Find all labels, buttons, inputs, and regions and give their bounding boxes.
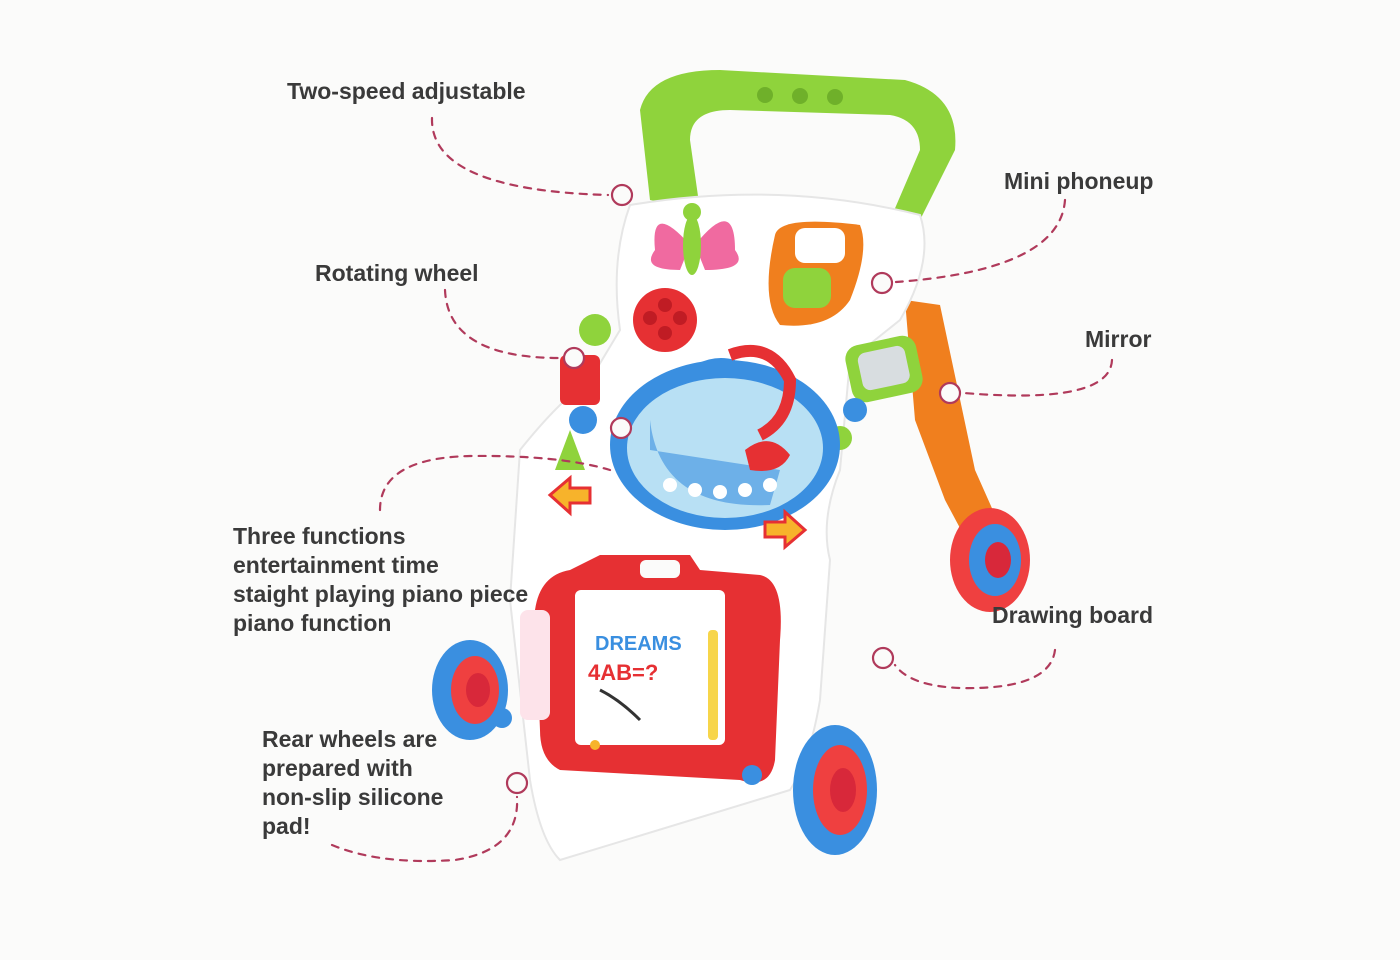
- leader-dot-rear-wheels: [505, 771, 529, 795]
- callout-three-functions-line-3: staight playing piano piece: [233, 581, 529, 607]
- callout-mirror: Mirror: [1085, 326, 1152, 352]
- music-panel: [610, 345, 840, 530]
- leader-dot-mirror: [938, 381, 962, 405]
- leader-dot-three-functions: [609, 416, 633, 440]
- leader-two-speed: [430, 116, 610, 197]
- front-right-wheel: [793, 725, 877, 855]
- front-left-wheel: [432, 640, 508, 740]
- rotating-wheel-toy: [633, 288, 697, 352]
- callout-three-functions-line-4: piano function: [233, 610, 392, 636]
- callout-three-functions: Three functions entertainment time staig…: [233, 522, 528, 638]
- callout-mini-phone: Mini phoneup: [1004, 168, 1154, 194]
- leader-dot-rotating-wheel: [562, 346, 586, 370]
- leader-mirror: [962, 358, 1114, 397]
- butterfly-toy: [650, 203, 739, 275]
- callout-rear-wheels-line-3: non-slip silicone: [262, 784, 444, 810]
- mirror-toy: [845, 335, 923, 403]
- callout-two-speed: Two-speed adjustable: [287, 78, 526, 104]
- leader-dot-drawing-board: [871, 646, 895, 670]
- leader-dot-mini-phone: [870, 271, 894, 295]
- callout-rear-wheels-line-1: Rear wheels are: [262, 726, 438, 752]
- leader-rotating-wheel: [443, 288, 562, 360]
- callout-three-functions-line-2: entertainment time: [233, 552, 439, 578]
- callout-rear-wheels-line-2: prepared with: [262, 755, 413, 781]
- leader-mini-phone: [894, 198, 1067, 284]
- green-handle: [640, 70, 956, 230]
- drawing-board: DREAMS 4AB=?: [520, 555, 781, 783]
- orange-rear-leg: [905, 300, 1015, 575]
- callout-rear-wheels: Rear wheels are prepared with non-slip s…: [262, 725, 443, 841]
- board-formula: 4AB=?: [588, 660, 658, 685]
- callout-drawing-board: Drawing board: [992, 602, 1154, 628]
- board-word-dreams: DREAMS: [595, 633, 682, 655]
- callout-three-functions-line-1: Three functions: [233, 523, 406, 549]
- callout-rear-wheels-line-4: pad!: [262, 813, 311, 839]
- mini-phone-toy: [768, 221, 864, 326]
- left-arrow-button: [547, 474, 592, 517]
- callout-rotating-wheel: Rotating wheel: [315, 260, 479, 286]
- leader-dot-two-speed: [610, 183, 634, 207]
- leader-rear-wheels: [330, 795, 519, 863]
- leader-three-functions: [378, 454, 612, 512]
- right-arrow-button: [763, 508, 808, 551]
- rear-right-wheel: [950, 508, 1030, 612]
- leader-drawing-board: [893, 648, 1057, 690]
